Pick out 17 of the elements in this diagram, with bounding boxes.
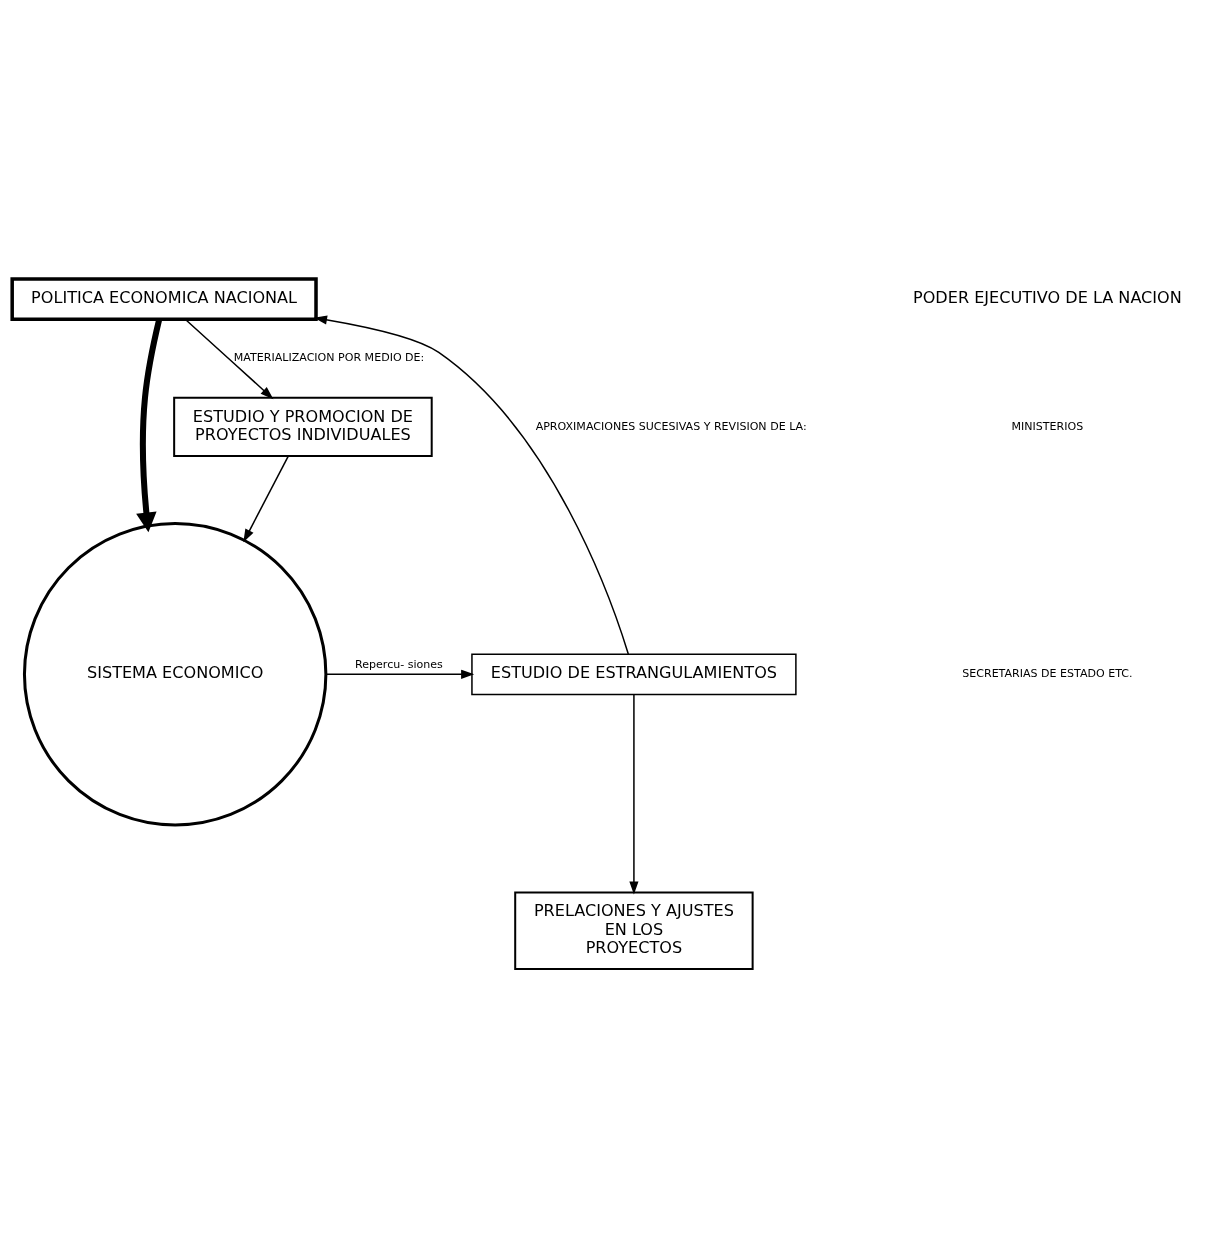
- label: PODER EJECUTIVO DE LA NACION: [913, 287, 1182, 307]
- node-box: POLITICA ECONOMICA NACIONAL: [10, 276, 318, 321]
- arrow: [325, 669, 475, 679]
- arrow: [313, 314, 630, 655]
- node-circle: SISTEMA ECONOMICO: [22, 521, 328, 826]
- node-box: ESTUDIO Y PROMOCION DE PROYECTOS INDIVIDUALES: [173, 396, 433, 457]
- edge-label: MATERIALIZACION POR MEDIO DE:: [233, 350, 425, 364]
- arrow: [136, 318, 163, 532]
- edge-label: Repercu- siones: [355, 657, 443, 671]
- node-box: ESTUDIO DE ESTRANGULAMIENTOS: [471, 652, 797, 695]
- arrow: [243, 455, 289, 542]
- label: MINISTERIOS: [1011, 419, 1084, 433]
- label: SECRETARIAS DE ESTADO ETC.: [962, 666, 1133, 680]
- arrow: [184, 318, 274, 399]
- arrow: [629, 693, 639, 894]
- edge-label: APROXIMACIONES SUCESIVAS Y REVISION DE LA:: [535, 419, 807, 433]
- node-box: PRELACIONES Y AJUSTES EN LOS PROYECTOS: [514, 891, 754, 970]
